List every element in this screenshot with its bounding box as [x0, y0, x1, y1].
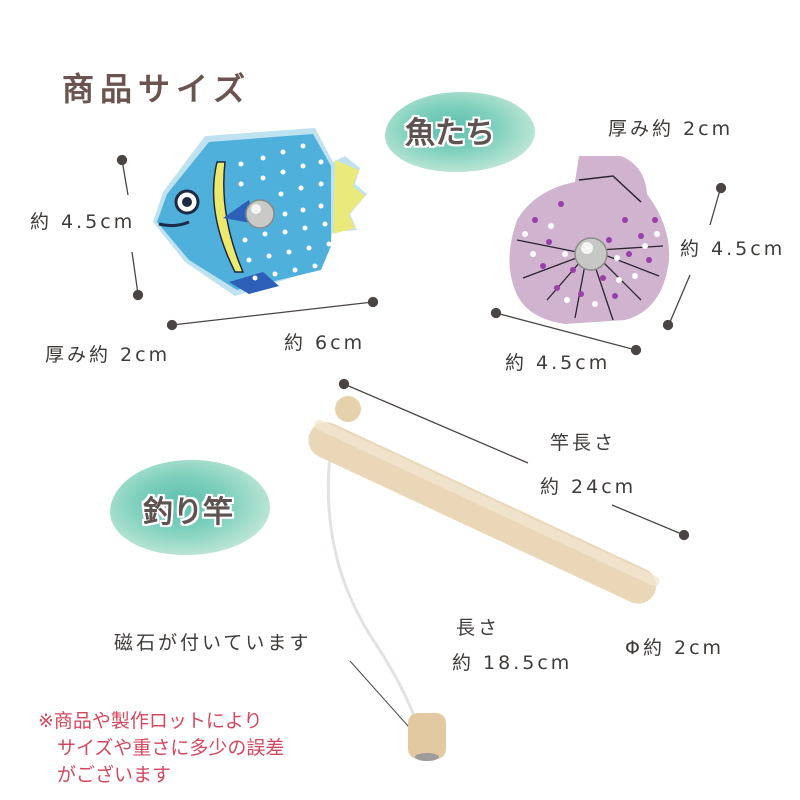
rod-diameter-label: Φ約 2cm [625, 637, 725, 659]
rod-length-value: 約 24cm [540, 476, 637, 498]
rod-group-badge [110, 460, 270, 555]
disclaimer-line: サイズや重さに多少の誤差 [38, 737, 285, 759]
magnet-note: 磁石が付いています [114, 632, 312, 654]
shell-width-label: 約 4.5cm [505, 352, 611, 374]
string-length-value: 約 18.5cm [452, 652, 573, 674]
fish-thickness-label: 厚み約 2cm [45, 344, 171, 366]
fish-group-label: 魚たち [405, 116, 495, 151]
disclaimer-line: がございます [38, 764, 172, 786]
disclaimer-line: ※商品や製作ロットにより [38, 710, 263, 732]
fish-height-label: 約 4.5cm [30, 211, 136, 233]
rod-group-label: 釣り竿 [143, 495, 233, 530]
disclaimer: ※商品や製作ロットにより サイズや重さに多少の誤差 がございます [38, 708, 284, 789]
fish-group-badge [385, 92, 535, 172]
shell-toy-image [509, 156, 670, 324]
rod-length-label: 竿長さ [550, 432, 617, 454]
shell-thickness-label: 厚み約 2cm [608, 118, 734, 140]
shell-height-label: 約 4.5cm [680, 238, 786, 260]
page-title: 商品サイズ [62, 70, 252, 108]
fish-toy-image [153, 128, 367, 296]
fish-width-label: 約 6cm [284, 332, 366, 354]
fishing-rod-image [308, 396, 660, 761]
string-length-label: 長さ [456, 617, 501, 639]
